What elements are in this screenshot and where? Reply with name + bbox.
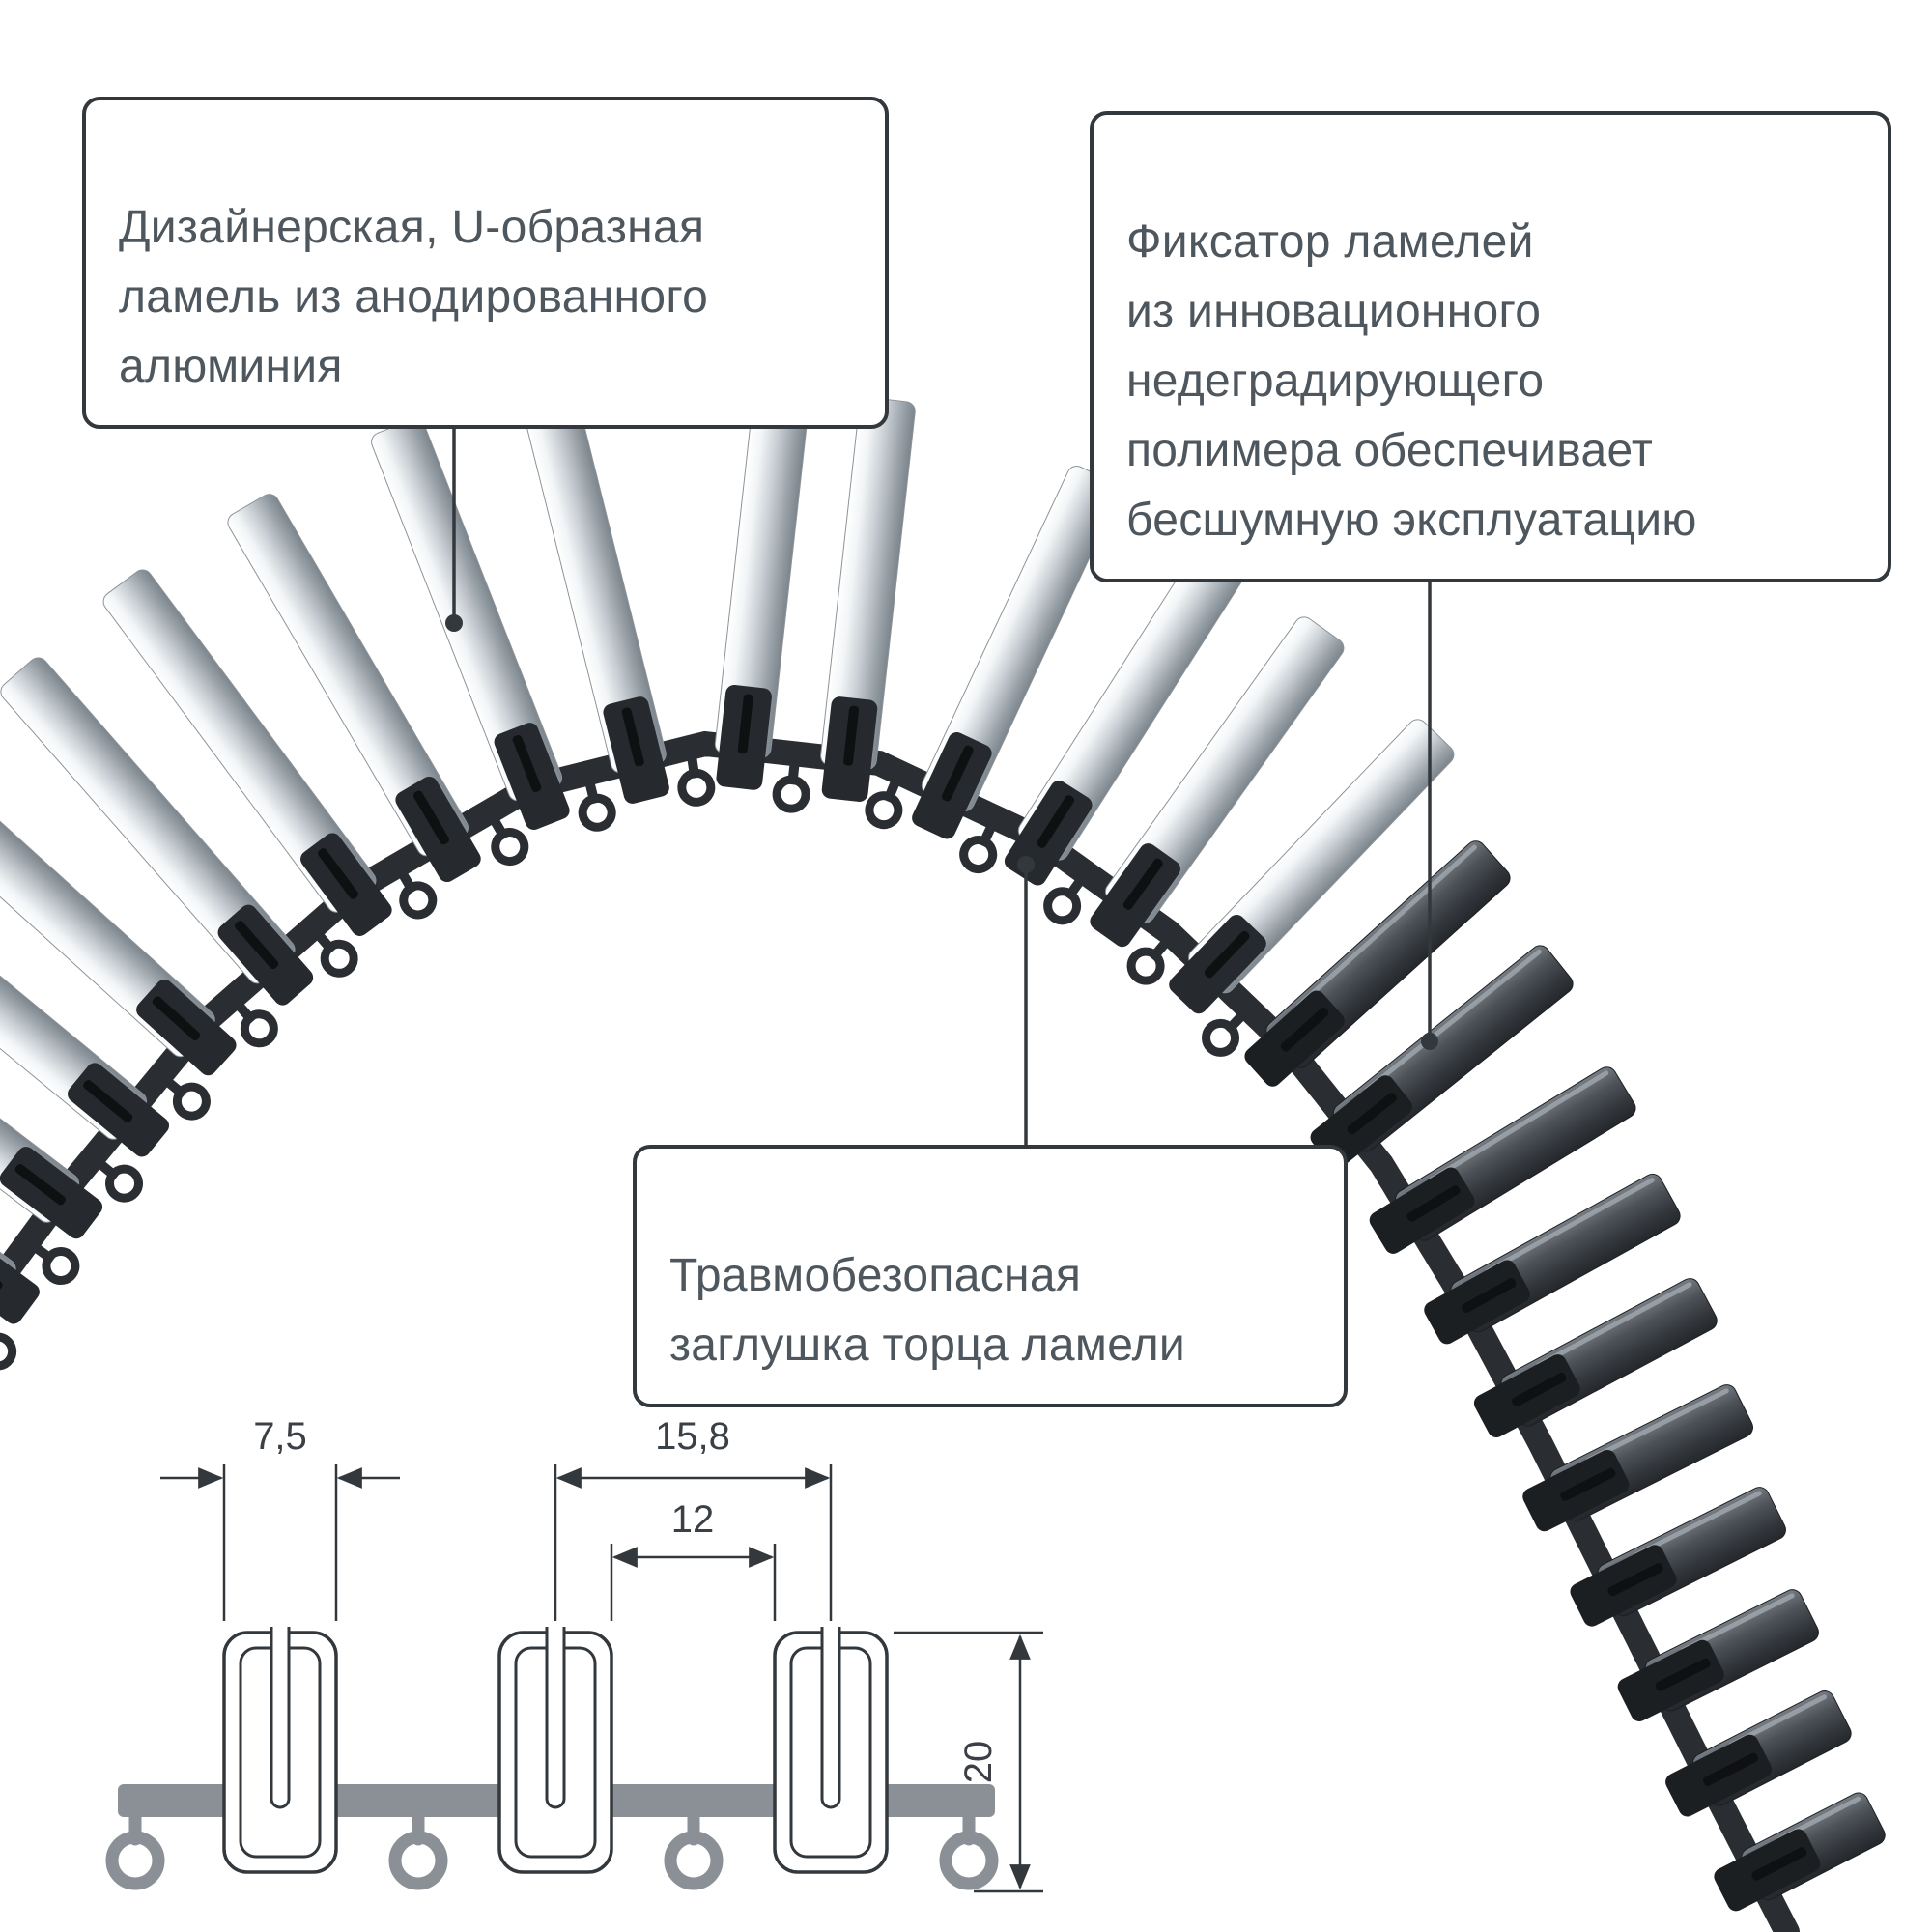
polymer-clip (1424, 1260, 1530, 1345)
cross-section-drawing: 7,5 15,8 12 20 (112, 1415, 1043, 1893)
dimension-label-gap: 12 (671, 1498, 715, 1541)
polymer-clip (1617, 1639, 1724, 1721)
polymer-clip (1244, 990, 1345, 1087)
polymer-clip (1714, 1829, 1821, 1912)
callout-endcap-text: Травмобезопасная заглушка торца ламели (669, 1250, 1186, 1371)
polymer-clip (1522, 1449, 1630, 1532)
dimension-profile-width: 7,5 (160, 1415, 400, 1621)
polymer-clip (821, 696, 878, 802)
callout-fixator-text: Фиксатор ламелей из инновационного недег… (1126, 216, 1697, 546)
polymer-clip (716, 684, 772, 790)
polymer-clip (1169, 915, 1266, 1014)
band-loop (772, 760, 810, 813)
band-loop (489, 815, 529, 867)
polymer-clip (912, 732, 992, 839)
polymer-clip (0, 1233, 40, 1324)
band-loop (959, 822, 998, 874)
band-loop (677, 753, 716, 807)
polymer-clip (395, 776, 481, 883)
dimension-label-profile-width: 7,5 (253, 1415, 307, 1458)
rollup-grille (0, 377, 1886, 1932)
band-loop (31, 1242, 80, 1286)
callout-endcap: Травмобезопасная заглушка торца ламели (633, 1145, 1348, 1407)
band-loop (1126, 937, 1171, 985)
band-loop (578, 780, 616, 832)
polymer-clip (603, 696, 669, 804)
polymer-clip (494, 723, 570, 830)
band-loop (162, 1076, 211, 1121)
band-hook (395, 1812, 441, 1884)
callout-fixator: Фиксатор ламелей из инновационного недег… (1090, 111, 1891, 582)
polymer-clip (300, 833, 392, 936)
band-loop (234, 1000, 278, 1048)
leader-dot-fixator (1421, 1033, 1438, 1050)
polymer-clip (1665, 1734, 1773, 1817)
polymer-clip (1090, 843, 1180, 948)
lamella-profile (773, 1625, 889, 1874)
polymer-clip (217, 904, 314, 1006)
polymer-clip (68, 1063, 170, 1157)
band-loop (1043, 876, 1086, 925)
leader-dot-endcap (1017, 856, 1035, 873)
dimension-label-height: 20 (957, 1741, 1000, 1784)
band-hook (946, 1812, 992, 1884)
dimension-label-pitch: 15,8 (655, 1415, 730, 1458)
polymer-clip (1570, 1545, 1677, 1627)
band-hook (112, 1812, 158, 1884)
band-loop (397, 869, 438, 920)
dimension-gap: 12 (610, 1498, 777, 1621)
leader-dot-lamella (445, 614, 463, 632)
polymer-clip (0, 1147, 103, 1239)
band-hook (670, 1812, 717, 1884)
band-loop (1202, 1010, 1247, 1057)
lamella-profile (222, 1625, 338, 1874)
band-loop (0, 1332, 17, 1371)
band-loop (96, 1158, 144, 1203)
dimension-pitch: 15,8 (554, 1415, 833, 1621)
polymer-clip (136, 979, 237, 1076)
callout-lamella-text: Дизайнерская, U-образная ламель из аноди… (119, 202, 709, 392)
band-loop (865, 778, 903, 830)
band-loop (314, 930, 358, 978)
lamella-profile (497, 1625, 613, 1874)
polymer-clip (1473, 1354, 1580, 1438)
callout-lamella: Дизайнерская, U-образная ламель из аноди… (82, 97, 889, 429)
dimension-height: 20 (894, 1631, 1043, 1893)
polymer-clip (1369, 1167, 1475, 1254)
